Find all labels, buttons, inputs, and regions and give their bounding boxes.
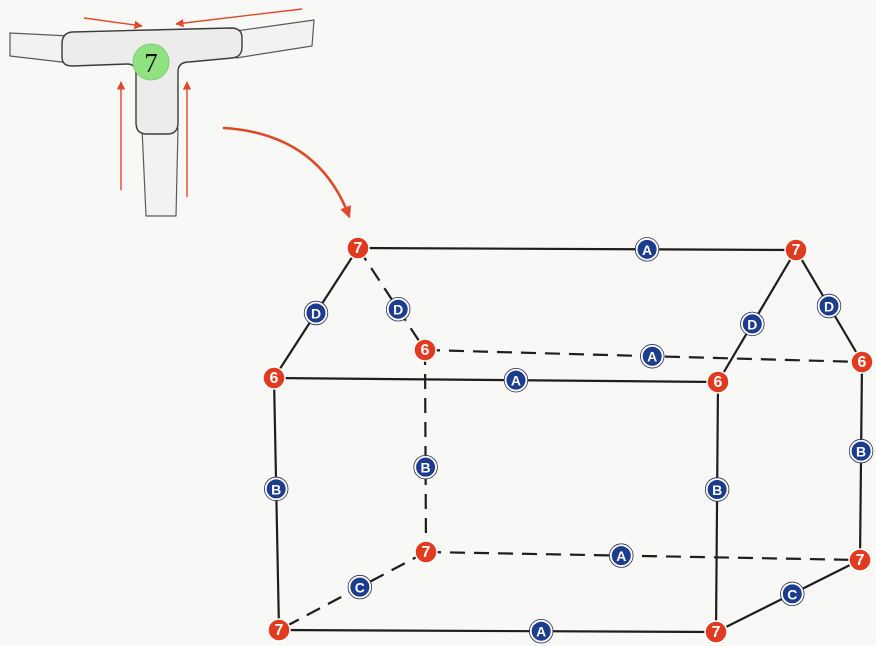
right-tube <box>236 20 314 58</box>
rod-label-text: B <box>271 481 281 497</box>
connector-node-number: 7 <box>856 552 865 569</box>
rod-label-text: A <box>616 548 626 564</box>
rod-label-text: B <box>712 482 722 498</box>
rod-label: D <box>741 312 765 336</box>
frame-rod <box>279 630 716 632</box>
connector-node: 6 <box>414 339 436 361</box>
rod-label: C <box>781 582 805 606</box>
connector-node: 7 <box>785 239 807 261</box>
pointer-arrow <box>224 128 349 216</box>
connector-node: 7 <box>415 541 437 563</box>
insert-arrow-right <box>176 9 302 24</box>
rod-label-text: A <box>536 624 546 640</box>
rod-label: A <box>640 344 664 368</box>
hidden-frame-rod <box>358 248 425 350</box>
connector-node: 6 <box>263 367 285 389</box>
rod-label-text: C <box>355 580 365 596</box>
connector-node: 7 <box>268 619 290 641</box>
connector-detail: 7 <box>10 9 314 216</box>
connector-badge-number: 7 <box>144 48 158 78</box>
rod-label-text: A <box>511 373 521 389</box>
rod-label-text: B <box>856 444 866 460</box>
rod-label: B <box>414 455 438 479</box>
connector-node-number: 7 <box>712 624 721 641</box>
rod-label-text: D <box>824 299 834 315</box>
frame-rod <box>716 382 718 632</box>
connector-node-number: 6 <box>858 354 867 371</box>
connector-node-number: 7 <box>275 622 284 639</box>
connector-node: 7 <box>849 549 871 571</box>
rod-label: B <box>849 439 873 463</box>
connector-node-number: 7 <box>792 242 801 259</box>
rod-label-text: A <box>647 349 657 365</box>
frame-rod <box>274 378 279 630</box>
rod-label-text: A <box>642 242 652 258</box>
connector-node: 6 <box>707 371 729 393</box>
rod-labels: A D D A A D D B B B B A C A C <box>264 238 872 643</box>
rod-label-text: C <box>787 586 797 602</box>
rod-label: D <box>817 294 841 318</box>
left-tube <box>10 33 70 63</box>
rod-label-text: D <box>393 302 403 318</box>
connector-node: 6 <box>851 351 873 373</box>
rod-label-text: D <box>311 306 321 322</box>
rod-label: C <box>348 575 372 599</box>
rod-label: A <box>635 238 659 262</box>
insert-arrow-left <box>84 18 142 26</box>
connector-node: 7 <box>705 621 727 643</box>
hidden-frame-rod <box>426 552 860 560</box>
hidden-frame-rod <box>425 350 426 552</box>
connector-node-number: 6 <box>714 374 723 391</box>
rod-label-text: B <box>421 460 431 476</box>
frame-rod <box>358 248 796 250</box>
rod-label: D <box>386 297 410 321</box>
rod-label-text: D <box>747 316 757 332</box>
connector-node-number: 6 <box>421 342 430 359</box>
rod-label: B <box>264 477 288 501</box>
connector-node-number: 6 <box>270 370 279 387</box>
frame-rod <box>274 378 718 382</box>
rod-label: B <box>705 478 729 502</box>
connector-node: 7 <box>347 237 369 259</box>
connector-node-number: 7 <box>354 240 363 257</box>
rod-label: D <box>304 301 328 325</box>
frame-rods <box>274 248 862 632</box>
rod-label: A <box>610 544 634 568</box>
connector-node-number: 7 <box>422 544 431 561</box>
rod-label: A <box>504 368 528 392</box>
rod-label: A <box>529 619 553 643</box>
bottom-tube <box>142 128 178 216</box>
